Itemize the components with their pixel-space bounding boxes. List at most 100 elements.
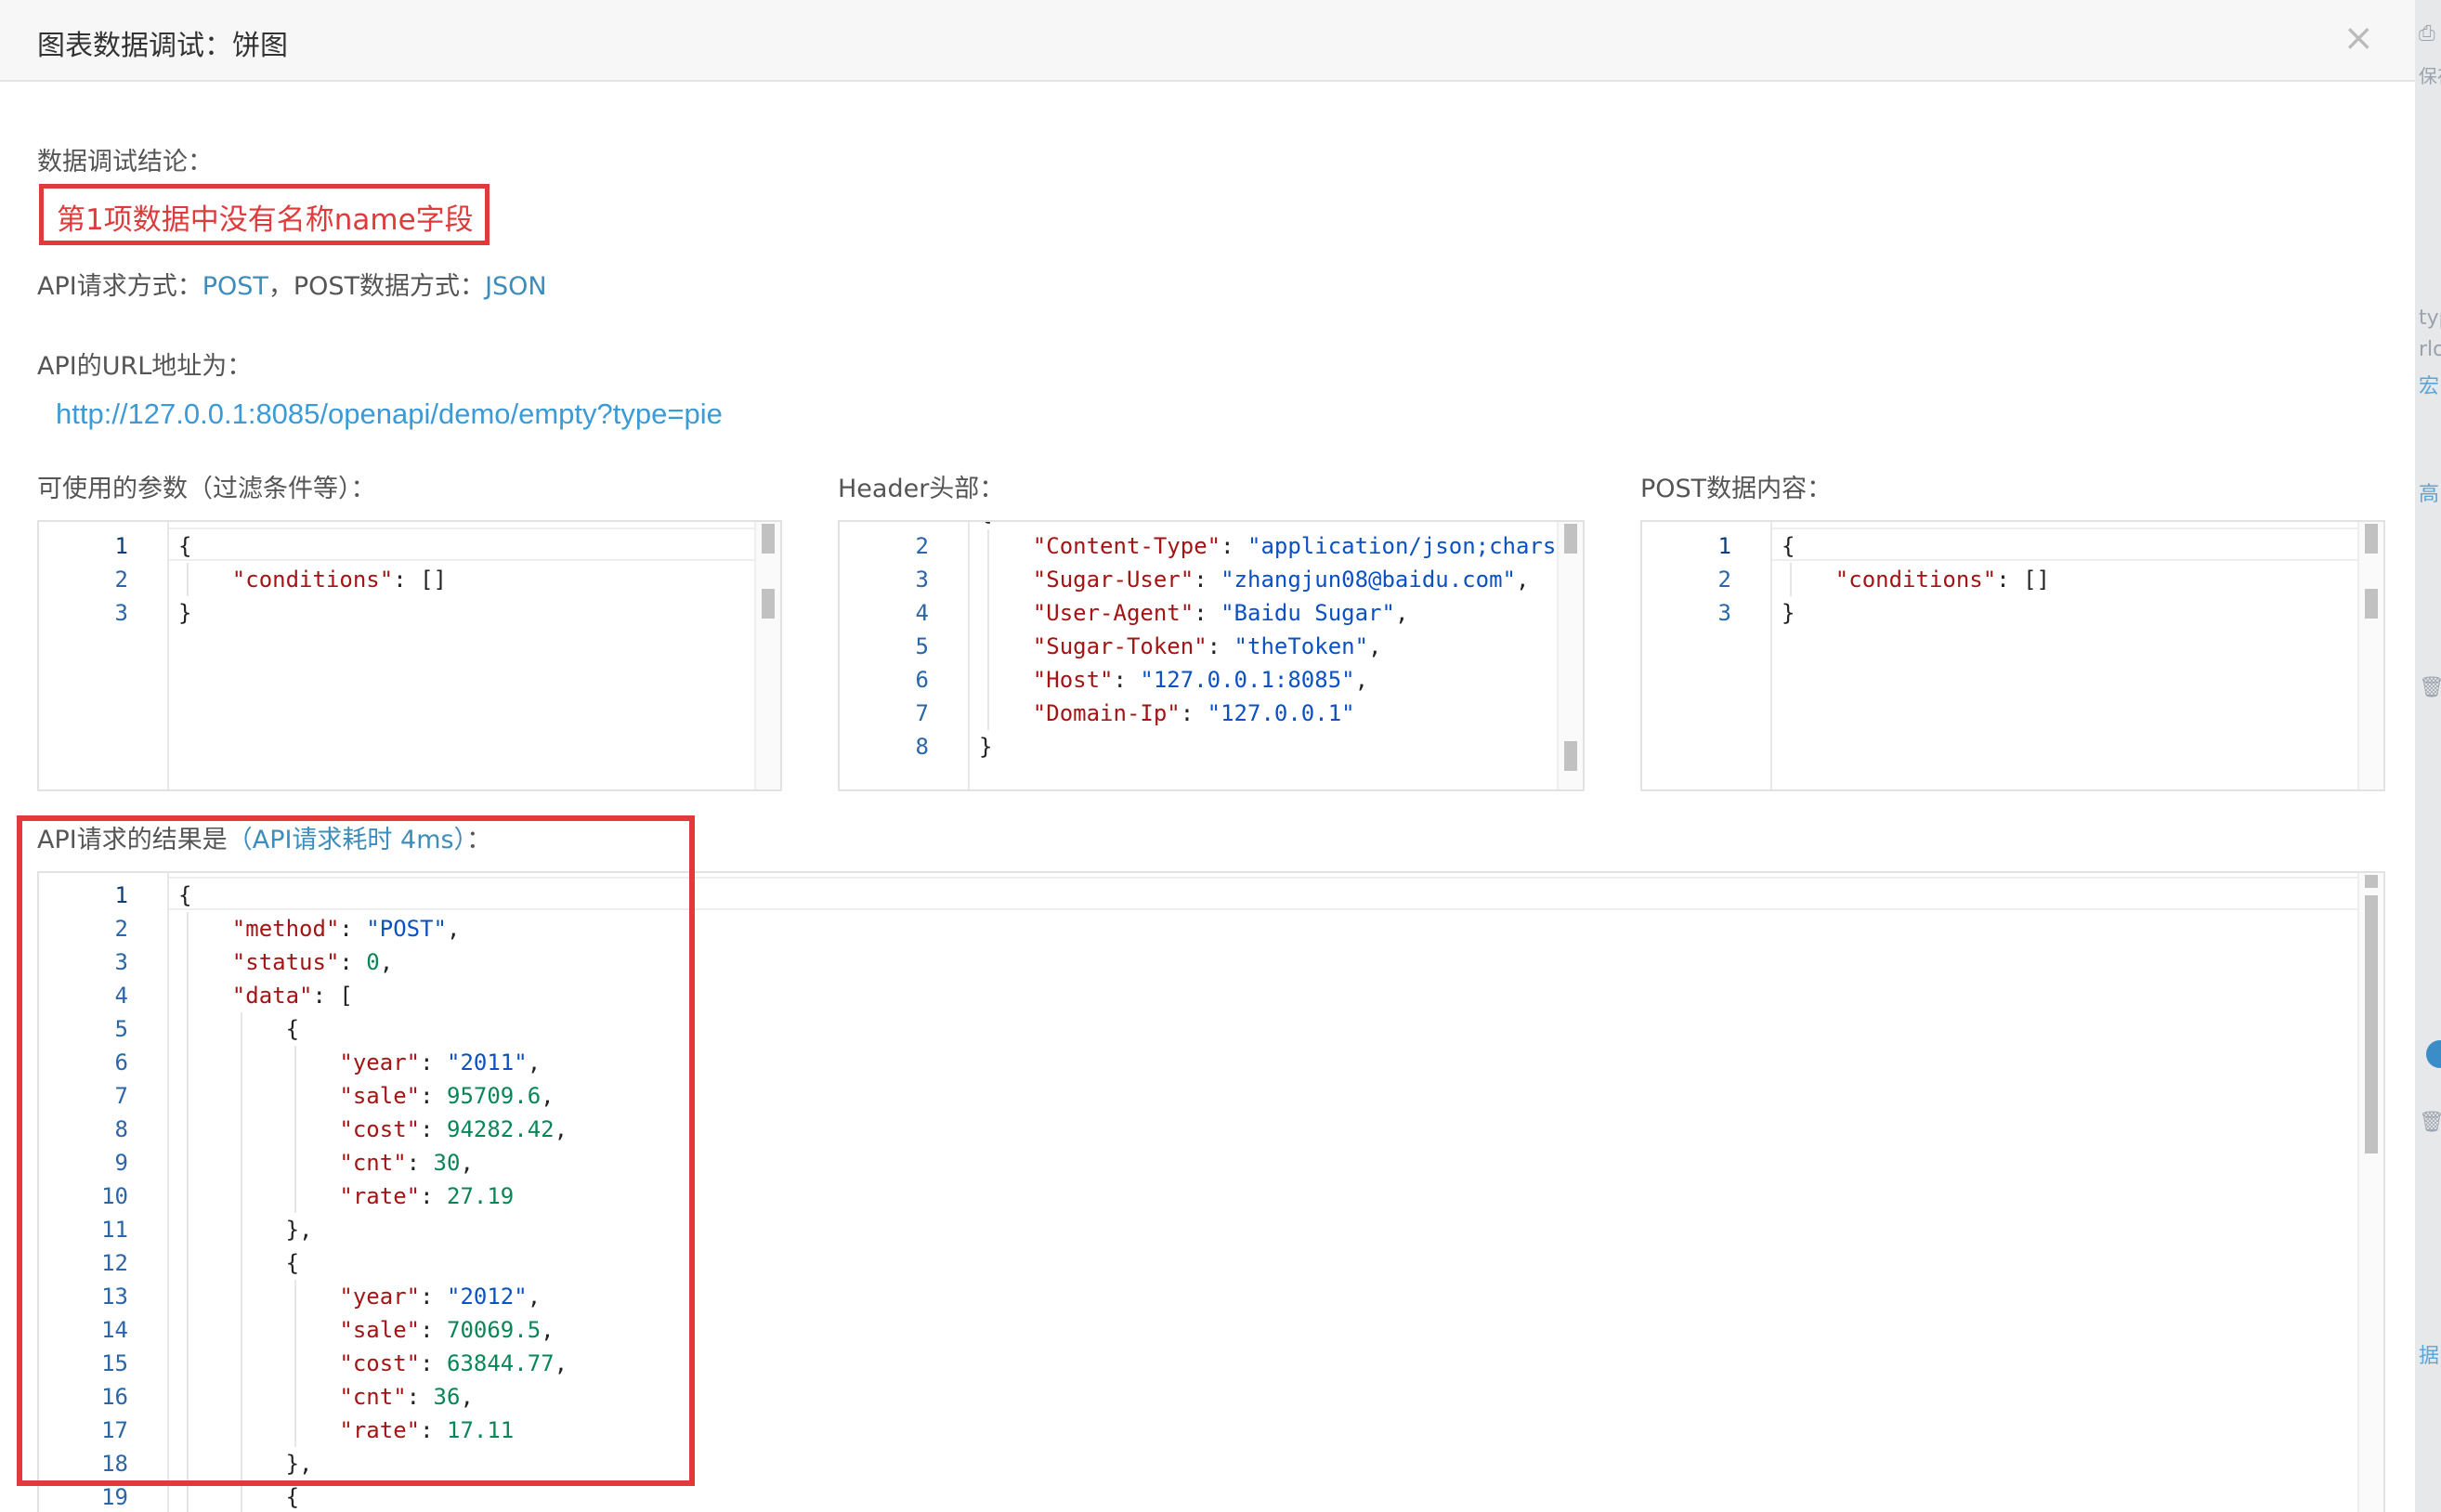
code-line[interactable]: } <box>979 734 993 760</box>
code-line[interactable]: "year": "2012", <box>339 1284 542 1310</box>
line-number: 10 <box>101 1183 128 1209</box>
indent-guide <box>294 1313 296 1347</box>
active-line-highlight <box>169 877 2357 910</box>
params-scroll-thumb[interactable] <box>762 589 775 619</box>
indent-guide <box>294 1146 296 1180</box>
indent-guide <box>187 1280 189 1313</box>
code-line[interactable]: "rate": 17.11 <box>339 1417 515 1443</box>
line-number: 9 <box>114 1150 128 1176</box>
code-line[interactable]: "Domain-Ip": "127.0.0.1" <box>1032 700 1355 726</box>
line-number: 7 <box>114 1083 128 1109</box>
line-number: 16 <box>101 1384 128 1410</box>
close-icon[interactable]: × <box>2343 17 2374 59</box>
indent-guide <box>241 1280 243 1313</box>
line-number: 8 <box>915 734 929 760</box>
post-scroll-thumb-top[interactable] <box>2365 524 2378 554</box>
line-number: 17 <box>101 1417 128 1443</box>
indent-guide <box>294 1113 296 1146</box>
indent-guide <box>187 1414 189 1447</box>
conclusion-message: 第1项数据中没有名称name字段 <box>39 184 490 245</box>
code-line[interactable]: "conditions": [] <box>1834 567 2050 593</box>
header-scroll-thumb-top[interactable] <box>1564 524 1577 554</box>
post-scroll-thumb[interactable] <box>2365 589 2378 619</box>
url-label: API的URL地址为： <box>37 352 253 381</box>
indent-guide <box>241 1380 243 1414</box>
code-line[interactable]: "sale": 70069.5, <box>339 1317 555 1343</box>
code-line[interactable]: "User-Agent": "Baidu Sugar", <box>1032 600 1409 626</box>
code-line[interactable]: { <box>178 1016 300 1042</box>
code-line[interactable]: "Sugar-Token": "theToken", <box>1032 633 1382 659</box>
code-line[interactable]: { <box>178 1250 300 1276</box>
line-number: 3 <box>114 949 128 975</box>
code-line[interactable]: { <box>1782 533 1795 559</box>
indent-guide <box>294 1046 296 1079</box>
gutter-divider <box>167 873 169 1512</box>
indent-guide <box>187 1313 189 1347</box>
code-line[interactable]: } <box>178 600 192 626</box>
code-line[interactable]: "Host": "127.0.0.1:8085", <box>1032 667 1369 693</box>
code-line[interactable]: "year": "2011", <box>339 1049 542 1075</box>
code-line[interactable]: "Content-Type": "application/json;charse… <box>1032 533 1583 559</box>
code-line[interactable]: "sale": 95709.6, <box>339 1083 555 1109</box>
indent-guide <box>187 912 189 945</box>
header-scroll-thumb[interactable] <box>1564 741 1577 771</box>
backdrop-toggle-dot[interactable] <box>2426 1040 2441 1068</box>
api-url-link[interactable]: http://127.0.0.1:8085/openapi/demo/empty… <box>56 398 723 430</box>
result-scrollbar[interactable] <box>2357 873 2383 1512</box>
backdrop-peek-macro: 宏 <box>2419 375 2440 398</box>
params-scroll-thumb-top[interactable] <box>762 524 775 554</box>
code-line[interactable]: "cost": 94282.42, <box>339 1116 568 1142</box>
code-line[interactable]: { <box>979 522 992 529</box>
header-scrollbar[interactable] <box>1557 522 1583 789</box>
params-scrollbar[interactable] <box>754 522 780 789</box>
indent-guide <box>241 1313 243 1347</box>
code-line[interactable]: "status": 0, <box>231 949 394 975</box>
code-line[interactable]: { <box>178 882 192 908</box>
code-line[interactable]: }, <box>178 1217 313 1243</box>
code-line[interactable]: "cost": 63844.77, <box>339 1350 568 1376</box>
gutter-divider <box>1770 522 1772 789</box>
code-line[interactable]: "conditions": [] <box>231 567 447 593</box>
line-number: 5 <box>915 633 929 659</box>
post-scrollbar[interactable] <box>2357 522 2383 789</box>
indent-guide <box>987 663 990 697</box>
line-number: 1 <box>114 882 128 908</box>
indent-guide <box>987 529 990 563</box>
code-line[interactable]: "cnt": 30, <box>339 1150 474 1176</box>
indent-guide <box>241 1079 243 1113</box>
backdrop-peek-high: 高 <box>2419 483 2440 506</box>
code-line[interactable]: { <box>178 533 192 559</box>
backdrop-peek-rlo: rlo <box>2419 338 2441 361</box>
line-number: 6 <box>114 1049 128 1075</box>
code-line[interactable]: "data": [ <box>231 983 353 1009</box>
line-number: 4 <box>114 983 128 1009</box>
indent-guide <box>187 563 189 596</box>
modal-header: 图表数据调试：饼图 × <box>0 0 2415 82</box>
modal-title: 图表数据调试：饼图 <box>37 30 288 62</box>
code-line[interactable]: "Sugar-User": "zhangjun08@baidu.com", <box>1032 567 1530 593</box>
gutter-divider <box>167 522 169 789</box>
code-line[interactable]: "method": "POST", <box>231 916 461 942</box>
result-label-line: API请求的结果是（API请求耗时 4ms）： <box>37 819 491 855</box>
trash-icon[interactable]: 🗑 <box>2419 1111 2441 1134</box>
result-scroll-thumb[interactable] <box>2365 895 2378 1154</box>
indent-guide <box>241 1213 243 1246</box>
code-line[interactable]: { <box>178 1484 300 1510</box>
line-number: 18 <box>101 1451 128 1477</box>
code-line[interactable]: } <box>1782 600 1795 626</box>
code-line[interactable]: "cnt": 36, <box>339 1384 474 1410</box>
line-number: 12 <box>101 1250 128 1276</box>
result-scroll-thumb-top[interactable] <box>2365 875 2378 888</box>
code-line[interactable]: }, <box>178 1451 313 1477</box>
save-icon[interactable]: ⎙ <box>2419 22 2435 46</box>
code-line[interactable]: "rate": 27.19 <box>339 1183 515 1209</box>
indent-guide <box>187 1246 189 1280</box>
indent-guide <box>187 1180 189 1213</box>
trash-icon[interactable]: 🗑 <box>2419 676 2441 699</box>
